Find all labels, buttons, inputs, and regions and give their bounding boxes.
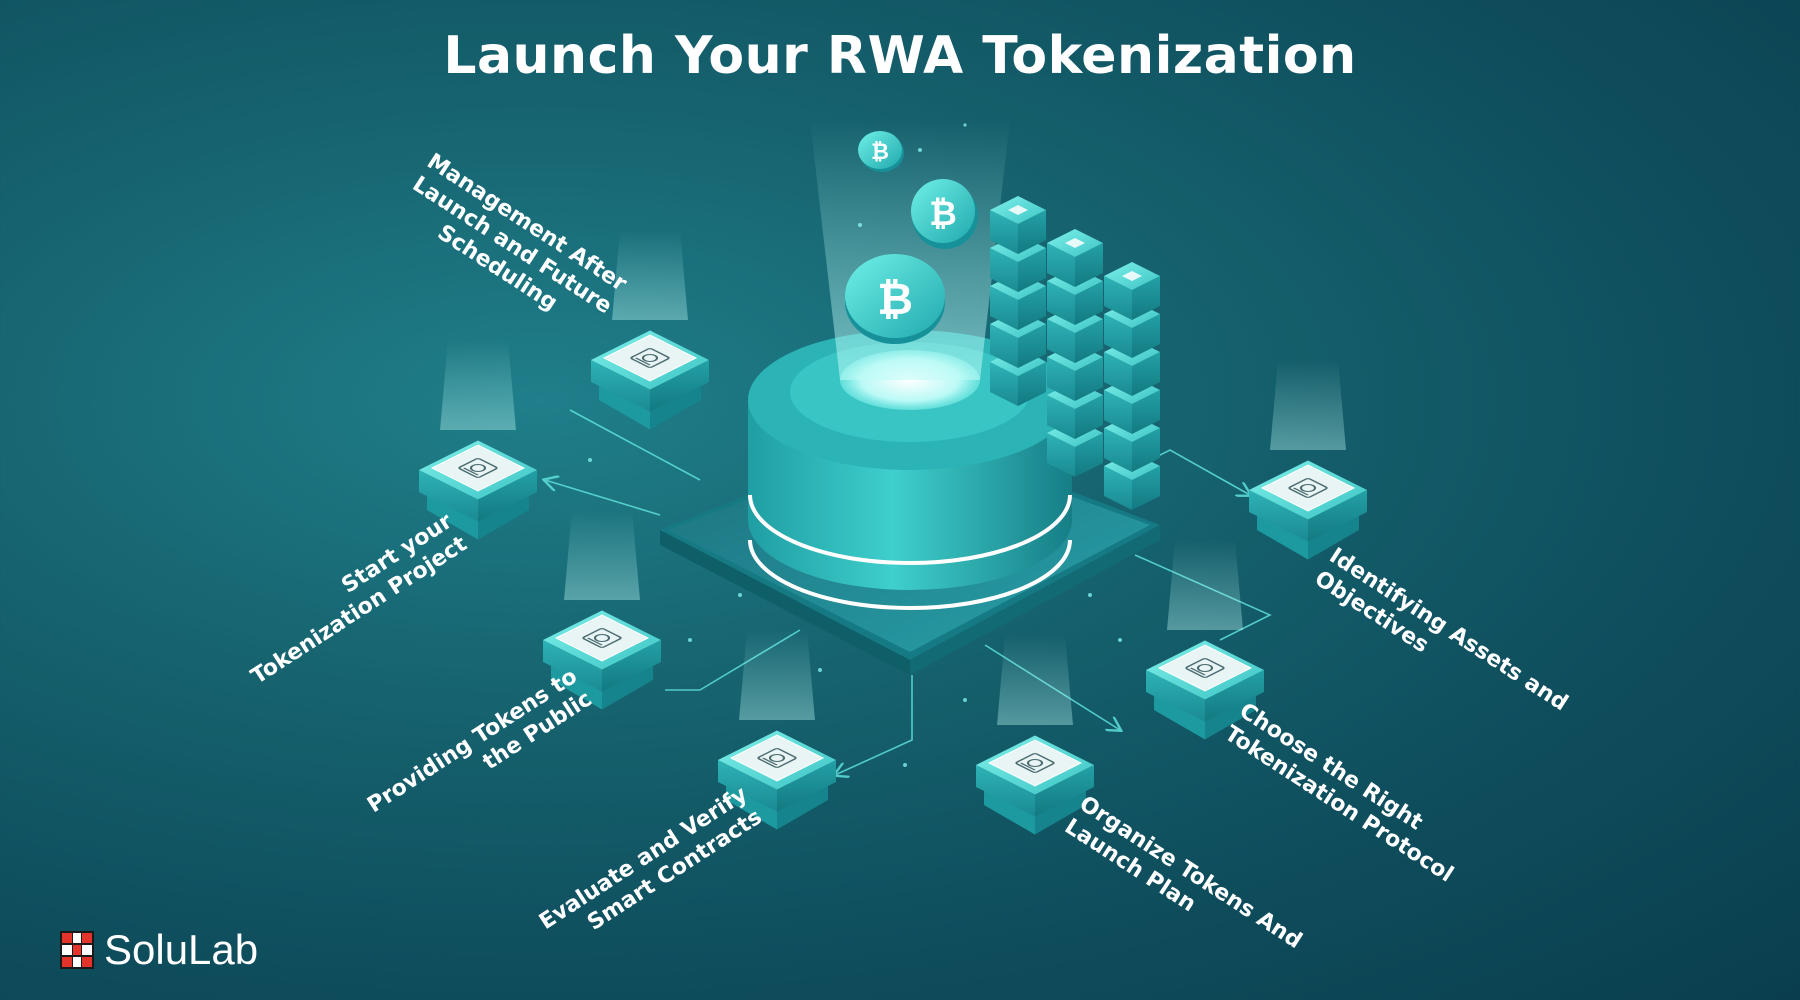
brand-logo: SoluLab: [60, 925, 258, 975]
coin-symbol: ₿: [929, 194, 957, 234]
rocket-coins-icon: [1015, 753, 1055, 773]
gear-coin-icon: [1185, 658, 1225, 678]
tower-cube: [1104, 262, 1160, 320]
step-box-identifying: [1249, 360, 1367, 560]
step-box-management: [591, 230, 709, 430]
tower-cube: [1047, 229, 1103, 287]
tower-cube: [990, 196, 1046, 254]
step-box-providing: [543, 510, 661, 710]
contract-document-icon: [757, 748, 797, 768]
step-box-evaluate: [718, 630, 836, 830]
coin-small: ₿: [858, 131, 904, 172]
hand-coin-icon: [582, 628, 622, 648]
block-towers: [990, 196, 1160, 510]
step-boxes: [419, 230, 1367, 835]
step-box-start: [419, 340, 537, 540]
coin-medium: ₿: [911, 179, 978, 249]
page-title: Launch Your RWA Tokenization: [443, 26, 1357, 86]
coin-symbol: ₿: [871, 140, 889, 165]
step-box-organize: [976, 635, 1094, 835]
brand-name: SoluLab: [104, 926, 259, 973]
coin-stack-icon: [458, 458, 498, 478]
step-box-choose: [1146, 540, 1264, 740]
coin-large: ₿: [845, 254, 945, 344]
coin-symbol: ₿: [877, 274, 913, 325]
analytics-search-icon: [1288, 478, 1328, 498]
coins: ₿ ₿ ₿: [845, 131, 978, 344]
solulab-logo-mark-icon: [60, 931, 94, 969]
chart-report-icon: [630, 348, 670, 368]
